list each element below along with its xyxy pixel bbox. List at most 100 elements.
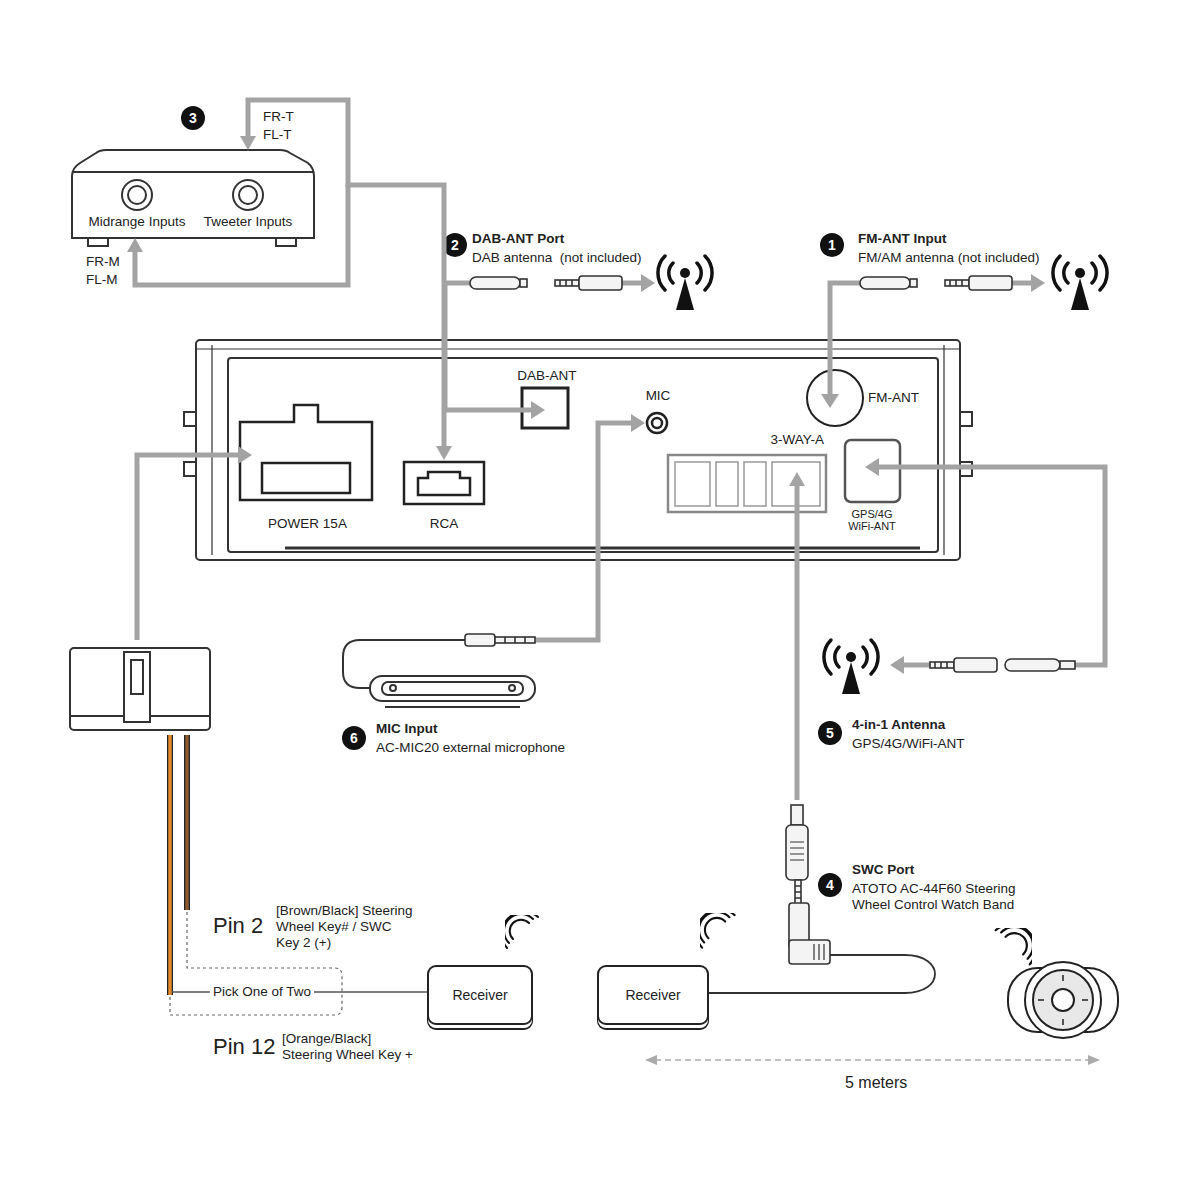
fm-antenna-icon [1053, 256, 1107, 310]
head-unit-housing [196, 348, 960, 349]
microphone [390, 685, 396, 691]
connector [709, 472, 935, 993]
port-outlines [240, 405, 372, 500]
watch-band [1052, 989, 1074, 1011]
microphone [382, 682, 523, 695]
cable-plugs [495, 637, 535, 643]
microphone [509, 685, 515, 691]
cable-plugs [465, 276, 1075, 964]
grey-cables [830, 283, 860, 394]
cable-plugs [910, 279, 917, 287]
harness-connector [124, 652, 150, 722]
callout-circles [181, 106, 844, 897]
port-outlines [807, 370, 863, 426]
three-way-port: 3-WAY-A [668, 432, 826, 472]
annotation-label: SWC Port [852, 862, 914, 878]
annotation-label: FL-M [86, 272, 118, 288]
annotation-label: MIC Input [376, 721, 437, 737]
callout-number: 2 [451, 237, 459, 254]
node-text: POWER 15A [268, 516, 347, 532]
callout-number: 6 [350, 730, 358, 747]
cable-plugs [465, 634, 495, 646]
microphone [385, 706, 520, 708]
annotation-label: ATOTO AC-44F60 Steering Wheel Control Wa… [852, 881, 1024, 913]
annotation-label: DAB antenna (not included) [472, 250, 642, 266]
port-outlines [652, 418, 662, 428]
rca-port: RCA [404, 460, 484, 535]
head-unit-housing [960, 412, 972, 426]
harness-connector [131, 660, 143, 694]
annotation-label: 5 meters [845, 1073, 907, 1092]
annotation-label: FR-M [86, 254, 120, 270]
fm-port: FM-ANT [805, 370, 923, 426]
head-unit-housing [212, 345, 944, 555]
annotation-label: [Brown/Black] Steering Wheel Key# / SWC … [276, 903, 416, 952]
mic-port: MIC [638, 388, 678, 436]
dab-antenna-icon [658, 256, 712, 310]
grey-cables [904, 663, 930, 668]
head-unit-housing [285, 547, 920, 550]
callout-number: 1 [828, 237, 836, 254]
node-text: Receiver [625, 987, 680, 1003]
amplifier-drawing [72, 150, 314, 246]
cable-plugs [555, 280, 579, 286]
cable-plugs [930, 662, 954, 668]
harness-connector [70, 648, 210, 730]
microphone [343, 640, 535, 707]
annotation-label: AC-MIC20 external microphone [376, 740, 565, 756]
amplifier-box: Midrange InputsTweeter Inputs [67, 150, 318, 238]
amplifier-drawing [233, 180, 263, 210]
grey-cables [535, 423, 631, 640]
annotation-label: Pick One of Two [210, 984, 314, 1000]
cable-plugs [520, 279, 527, 287]
distance-arrow [1088, 1055, 1100, 1065]
connector-line [795, 484, 800, 800]
cable-plugs [505, 637, 525, 643]
arrowhead [789, 472, 805, 486]
cable-plugs [814, 944, 824, 960]
annotation-label: FR-T [263, 109, 294, 125]
connector-line [135, 185, 348, 285]
annotation-label: FM-ANT Input [858, 231, 946, 247]
distance-arrow [645, 1055, 1100, 1065]
grey-arrowheads [531, 401, 545, 419]
receiver-waves [502, 912, 538, 948]
cable-plugs [950, 280, 962, 286]
amplifier-drawing [128, 186, 146, 204]
connector [127, 100, 452, 460]
watch-band [1033, 970, 1093, 1030]
callout-circles [443, 233, 467, 257]
annotation-label: [Orange/Black] Steering Wheel Key + [282, 1031, 422, 1063]
distance-arrow [645, 1055, 657, 1065]
amplifier-drawing [72, 150, 314, 238]
amplifier-drawing [72, 171, 314, 173]
power-port: POWER 15A [240, 420, 375, 535]
gps-port: GPS/4G WiFi-ANT [836, 440, 908, 532]
harness-wires [167, 735, 173, 995]
cable-plugs [954, 658, 997, 672]
grey-arrowheads [821, 394, 839, 408]
amplifier-drawing [88, 238, 296, 246]
node-text: 3-WAY-A [770, 432, 824, 448]
watch-waves [996, 925, 1036, 965]
node-text: MIC [646, 388, 671, 404]
head-unit-housing [184, 412, 196, 426]
annotation-label: DAB-ANT Port [472, 231, 564, 247]
grey-arrowheads [1031, 274, 1045, 292]
grey-arrowheads [238, 274, 1045, 674]
cable-plugs [935, 662, 947, 668]
port-outlines [240, 370, 900, 512]
head-unit-housing [184, 340, 972, 560]
cable-plugs [795, 886, 801, 898]
grey-arrowheads [865, 458, 879, 476]
watch-waves [996, 925, 1036, 965]
port-outlines [404, 462, 484, 504]
annotation-label: 4-in-1 Antenna [852, 717, 945, 733]
cable-plugs [786, 825, 808, 880]
cable-plugs [789, 940, 830, 964]
node-text: Tweeter Inputs [204, 214, 293, 230]
distance-arrow [655, 1059, 1090, 1061]
node-text: Receiver [452, 987, 507, 1003]
arrowhead [436, 446, 452, 460]
